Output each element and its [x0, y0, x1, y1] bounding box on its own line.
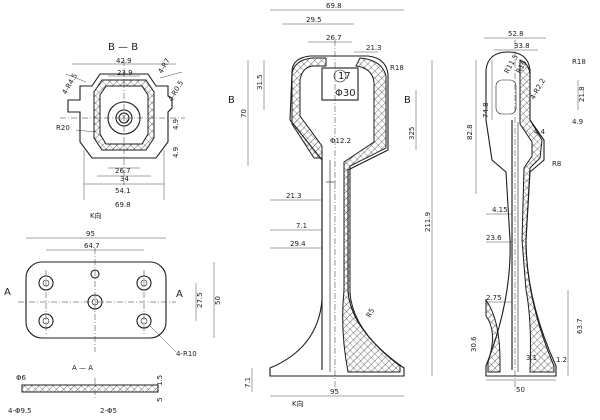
main-dim-325: 325 — [408, 127, 416, 140]
bb-k-label: K向 — [90, 211, 102, 220]
side-dim-52-8: 52.8 — [508, 30, 524, 38]
side-dim-30-6: 30.6 — [470, 336, 478, 352]
side-dim-50: 50 — [516, 386, 525, 394]
side-dim-r8: R8 — [552, 160, 561, 168]
bb-dim-4-9b: 4.9 — [172, 147, 180, 158]
plate-dim-4r10: 4-R10 — [176, 350, 197, 358]
view-side: 52.8 33.8 R11.5 R15 R18 82.8 74.8 4-R2.2… — [466, 30, 586, 394]
side-dim-82-8: 82.8 — [466, 124, 474, 140]
bb-dim-69-8: 69.8 — [115, 201, 131, 209]
plate-dim-95: 95 — [86, 230, 95, 238]
plate-dim-2phi5: 2-Φ5 — [100, 407, 117, 415]
view-main: Φ30 17 69.8 29.5 26.7 21.3 31.5 70 R18 Φ… — [228, 2, 433, 408]
side-dim-4-4: 4.4 — [534, 128, 546, 136]
bb-dim-4-9a: 4.9 — [172, 119, 180, 130]
bb-dim-4r0-5: 4-R0.5 — [167, 79, 185, 103]
main-dim-21-3a: 21.3 — [366, 44, 382, 52]
plate-dim-phi6: Φ6 — [16, 374, 27, 382]
side-dim-33-8: 33.8 — [514, 42, 530, 50]
bb-dim-54-1: 54.1 — [115, 187, 131, 195]
side-dim-r18: R18 — [572, 58, 586, 66]
plate-dim-64-7: 64.7 — [84, 242, 100, 250]
view-bb: B — B 42.9 23.9 4-R7 4-R4.5 4-R0.5 R20 4… — [56, 42, 185, 220]
main-dim-31-5: 31.5 — [256, 74, 264, 90]
main-dim-95: 95 — [330, 388, 339, 396]
plate-dim-5: 5 — [156, 398, 164, 402]
bb-dim-4r4-5: 4-R4.5 — [61, 72, 79, 96]
main-k-label: K向 — [292, 399, 304, 408]
side-dim-63-7: 63.7 — [576, 318, 584, 334]
main-dim-70: 70 — [240, 109, 248, 118]
main-dim-7-1a: 7.1 — [296, 222, 307, 230]
main-dim-phi12-2: Φ12.2 — [330, 137, 351, 145]
main-dim-7-1b: 7.1 — [244, 377, 252, 388]
main-dim-r18: R18 — [390, 64, 404, 72]
main-dim-21-3b: 21.3 — [286, 192, 302, 200]
bb-dim-r20: R20 — [56, 124, 70, 132]
view-plate: 95 64.7 27.5 50 4-R10 A A A — A Φ6 4-Φ9.… — [4, 230, 222, 415]
plate-dim-4phi9-5: 4-Φ9.5 — [8, 407, 32, 415]
plate-dim-27-5: 27.5 — [196, 292, 204, 308]
side-dim-4-9: 4.9 — [572, 118, 583, 126]
side-dim-3-1: 3.1 — [526, 354, 537, 362]
side-dim-21-8: 21.8 — [578, 86, 586, 102]
main-section-mark-right: B — [404, 95, 411, 106]
side-dim-4r2-2: 4-R2.2 — [529, 77, 547, 101]
bb-dim-4r7: 4-R7 — [157, 57, 172, 75]
side-dim-1-2: 1.2 — [556, 356, 567, 364]
view-bb-title: B — B — [108, 42, 138, 53]
plate-dim-50: 50 — [214, 296, 222, 305]
side-dim-23-6: 23.6 — [486, 234, 502, 242]
main-dim-29-5: 29.5 — [306, 16, 322, 24]
main-dim-17: 17 — [338, 71, 351, 82]
main-dim-26-7: 26.7 — [326, 34, 342, 42]
main-dim-phi30: Φ30 — [335, 88, 356, 99]
plate-section-letter: A — [176, 289, 183, 300]
main-dim-211-9: 211.9 — [424, 212, 432, 232]
plate-section-cut: A — A — [72, 364, 93, 372]
bb-dim-34: 34 — [120, 175, 129, 183]
main-dim-r5: R5 — [365, 307, 377, 319]
bb-dim-23-9: 23.9 — [117, 69, 133, 77]
side-dim-4-15: 4.15 — [492, 206, 508, 214]
main-section-mark-left: B — [228, 95, 235, 106]
main-dim-69-8: 69.8 — [326, 2, 342, 10]
bb-dim-26-7: 26.7 — [115, 167, 131, 175]
plate-dim-1-5: 1.5 — [156, 375, 164, 386]
bb-dim-42-9: 42.9 — [116, 57, 132, 65]
side-dim-74-8: 74.8 — [482, 102, 490, 118]
plate-view-mark: A — [4, 287, 11, 298]
main-dim-29-4: 29.4 — [290, 240, 306, 248]
side-dim-2-75: 2.75 — [486, 294, 502, 302]
